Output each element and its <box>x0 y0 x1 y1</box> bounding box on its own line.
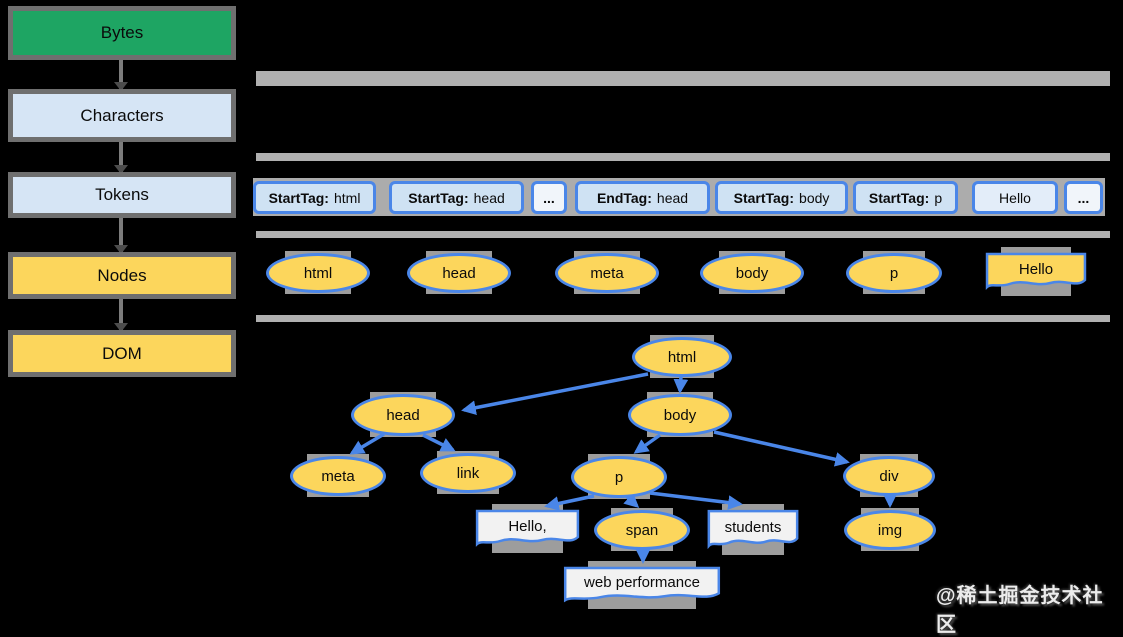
node-label: html <box>667 348 697 366</box>
pipeline-step-label: Tokens <box>95 185 149 204</box>
node-label: body <box>735 264 769 282</box>
dom-textnode-students: students <box>707 504 799 555</box>
text-node-shape <box>562 566 722 605</box>
token-kind: StartTag: <box>868 189 930 206</box>
node-label: p <box>614 468 624 486</box>
node-label: head <box>442 264 476 282</box>
token-value: ... <box>1077 189 1090 206</box>
pipeline-step-label: Bytes <box>100 23 144 42</box>
dom-node-body: body <box>628 392 732 437</box>
parsing-pipeline-diagram: Bytes Characters Tokens Nodes DOM StartT… <box>8 6 1110 636</box>
dom-node-head: head <box>351 392 455 437</box>
flow-arrow-icon <box>114 60 128 91</box>
text-node-shape <box>985 252 1087 292</box>
node-label: html <box>303 264 333 282</box>
token-text-hello: Hello <box>972 181 1058 214</box>
nodes-row-node-head: head <box>407 251 511 294</box>
node-label: div <box>879 467 899 485</box>
node-label: link <box>456 464 480 482</box>
dom-node-html: html <box>632 335 732 378</box>
token-value: Hello <box>999 189 1031 206</box>
token-starttag-html: StartTag:html <box>253 181 376 214</box>
node-label: img <box>877 521 903 539</box>
token-kind: StartTag: <box>408 189 469 206</box>
token-value: ... <box>543 189 555 206</box>
token-starttag-p: StartTag:p <box>853 181 958 214</box>
dom-node-link: link <box>420 451 516 494</box>
pipeline-step-characters: Characters <box>8 89 236 142</box>
row-separator <box>256 153 1110 161</box>
nodes-row-textnode-hello: Hello <box>985 247 1087 296</box>
pipeline-step-label: Characters <box>80 105 164 125</box>
token-ellipsis: ... <box>1064 181 1103 214</box>
nodes-row-node-body: body <box>700 251 804 294</box>
node-label: web performance <box>584 574 700 591</box>
node-label: span <box>625 521 659 539</box>
text-node-shape <box>707 509 799 551</box>
dom-textnode-webperformance: web performance <box>562 561 722 609</box>
text-node-shape <box>475 509 580 549</box>
pipeline-step-dom: DOM <box>8 330 236 377</box>
flow-arrow-icon <box>114 299 128 332</box>
node-label: body <box>663 406 697 424</box>
token-starttag-body: StartTag:body <box>715 181 848 214</box>
token-starttag-head: StartTag:head <box>389 181 524 214</box>
flow-arrow-icon <box>114 218 128 254</box>
dom-node-div: div <box>843 454 935 497</box>
node-label: students <box>724 518 782 536</box>
node-label: Hello, <box>508 517 547 535</box>
token-kind: StartTag: <box>733 189 795 206</box>
token-endtag-head: EndTag:head <box>575 181 710 214</box>
nodes-row-node-p: p <box>846 251 942 294</box>
token-value: body <box>799 189 830 206</box>
node-label: p <box>889 264 899 282</box>
nodes-row-node-html: html <box>266 251 370 294</box>
token-kind: StartTag: <box>268 189 329 206</box>
pipeline-step-nodes: Nodes <box>8 252 236 299</box>
node-label: Hello <box>1018 260 1054 278</box>
dom-node-p: p <box>571 454 667 499</box>
node-label: meta <box>321 467 355 485</box>
token-kind: EndTag: <box>596 189 652 206</box>
dom-node-img: img <box>844 508 936 551</box>
node-label: meta <box>590 264 624 282</box>
token-value: head <box>473 189 505 206</box>
pipeline-step-bytes: Bytes <box>8 6 236 60</box>
dom-node-meta: meta <box>290 454 386 497</box>
token-value: html <box>333 189 361 206</box>
node-label: head <box>386 406 420 424</box>
pipeline-step-tokens: Tokens <box>8 172 236 218</box>
row-separator <box>256 315 1110 322</box>
dom-node-span: span <box>594 508 690 551</box>
nodes-row-node-meta: meta <box>555 251 659 294</box>
token-value: p <box>934 189 943 206</box>
bytes-row-bar <box>256 71 1110 86</box>
token-ellipsis: ... <box>531 181 567 214</box>
dom-textnode-hello: Hello, <box>475 504 580 553</box>
pipeline-step-label: DOM <box>102 343 142 363</box>
token-value: head <box>656 189 689 206</box>
flow-arrow-icon <box>114 142 128 174</box>
pipeline-step-label: Nodes <box>97 265 147 285</box>
watermark-text: @稀土掘金技术社区 <box>936 585 1104 636</box>
row-separator <box>256 231 1110 238</box>
